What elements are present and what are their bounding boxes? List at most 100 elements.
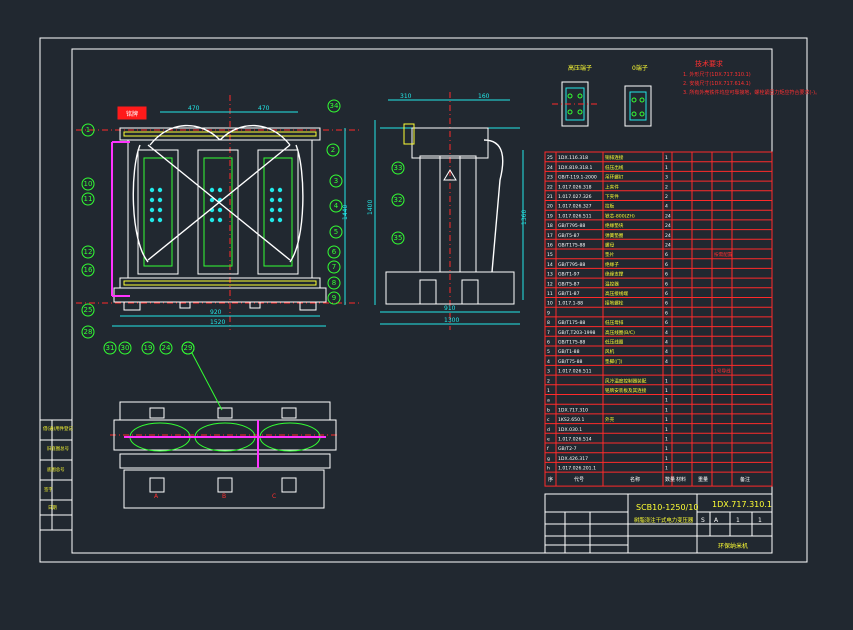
bom-cell: 2 [547, 378, 550, 384]
bom-cell: 1号导线 [714, 368, 731, 375]
bom-cell: 1.017.026.511 [558, 369, 592, 375]
bom-cell: GB/T-119.1-2000 [558, 175, 597, 181]
bom-cell: 1DX.030.1 [558, 427, 582, 433]
title-stage-a: S [701, 517, 705, 524]
balloon-label: 25 [84, 306, 93, 314]
balloon-label: 10 [84, 180, 93, 188]
title-block[interactable]: SCB10-1250/10 树脂浇注干式电力变压器 1DX.717.310.1 … [544, 493, 773, 554]
terminal-details[interactable]: 高压端子 0端子 [552, 64, 652, 127]
balloon-32: 32 [391, 193, 405, 207]
balloon-label: 16 [84, 266, 93, 274]
bom-cell: 1 [665, 466, 668, 472]
bom-footer-cell: 材料 [676, 476, 686, 483]
bom-cell: GB/T1-97 [558, 272, 580, 278]
bom-cell: 1DX.819.318.1 [558, 165, 593, 171]
title-scale: 1 [736, 517, 740, 524]
bom-cell: 1 [665, 398, 668, 404]
bom-cell: 21 [547, 194, 553, 200]
balloon-12: 12 [81, 245, 95, 259]
bom-footer-cell: 备注 [740, 476, 750, 483]
bom-cell: GB/T5-87 [558, 233, 580, 239]
bom-cell: 24 [665, 223, 671, 229]
title-drawing-number: 1DX.717.310.1 [712, 500, 772, 509]
bom-cell: 13 [547, 272, 553, 278]
bom-footer: 序代号名称数量材料重量备注 [548, 476, 750, 483]
dim-920: 920 [210, 309, 222, 316]
bom-cell: 3 [665, 175, 668, 181]
bom-cell: 1 [665, 165, 668, 171]
bom-cell: 6 [665, 320, 668, 326]
bom-cell: GB/T175-88 [558, 243, 585, 249]
side-view[interactable]: 310 160 910 1300 1400 1360 [367, 92, 528, 330]
bom-cell: 8 [547, 320, 550, 326]
bom-cell: 4 [665, 359, 668, 365]
bom-cell: 1DX.116.318 [558, 155, 588, 161]
bom-cell: 1 [665, 437, 668, 443]
bom-cell: 10 [547, 301, 553, 307]
bom-cell: 1.017.026.327 [558, 204, 592, 210]
bom-cell: 25 [547, 155, 553, 161]
balloon-label: 4 [334, 202, 339, 210]
balloon-label: 8 [332, 279, 336, 287]
dim-310: 310 [400, 93, 412, 100]
dim-470-a: 470 [188, 105, 200, 112]
title-stage-b: A [714, 517, 719, 524]
bom-outline [544, 151, 773, 487]
view-hv-terminal-title: 高压端子 [568, 64, 592, 72]
tech-req-title: 技术要求 [695, 59, 723, 68]
bom-cell: 12 [547, 281, 553, 287]
bom-cell: 1KS2.650.1 [558, 417, 584, 423]
bom-cell: 低压线圈 [605, 339, 624, 346]
balloon-5: 5 [329, 225, 343, 239]
bom-cell: 22 [547, 184, 553, 190]
bom-cell: 低压出线 [605, 164, 624, 171]
front-view[interactable]: 铭牌 470 470 1440 920 1520 [76, 95, 360, 330]
balloon-label: 29 [184, 344, 193, 352]
bom-cell: 1 [665, 456, 668, 462]
balloon-6: 6 [327, 245, 341, 259]
bom-cell: 6 [665, 310, 668, 316]
plan-view[interactable]: A B C [110, 341, 340, 509]
dim-470-b: 470 [258, 105, 270, 112]
balloon-label: 3 [334, 177, 338, 185]
sidebar-label-4: 签字 [44, 486, 53, 493]
bom-cell: 拉板 [605, 203, 615, 210]
dim-160: 160 [478, 93, 490, 100]
